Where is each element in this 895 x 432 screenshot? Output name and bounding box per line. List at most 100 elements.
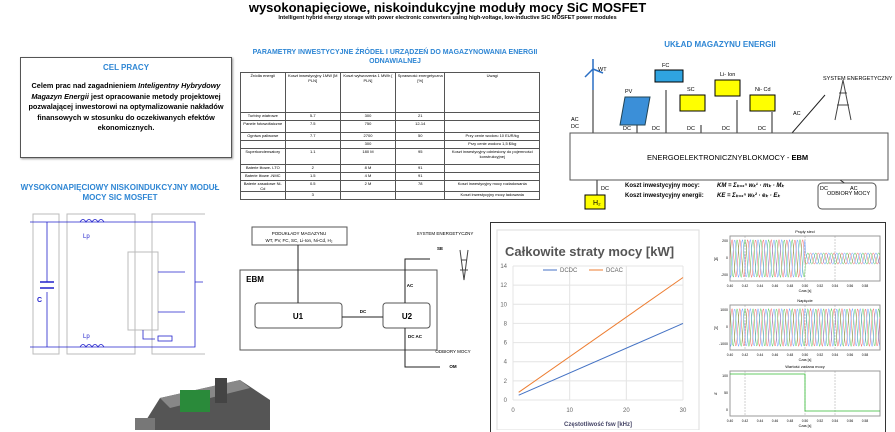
y-tick-label: 8	[504, 321, 508, 327]
svg-text:EBM: EBM	[246, 275, 264, 284]
y-tick-label: 2	[504, 379, 508, 385]
svg-text:Lp: Lp	[83, 234, 90, 240]
x-tick-label: 30	[680, 408, 687, 414]
y-tick-label: 0	[726, 325, 728, 329]
x-tick-label: 0.48	[787, 353, 794, 357]
svg-text:Ni- Cd: Ni- Cd	[755, 87, 771, 93]
y-tick-label: 0	[726, 408, 728, 412]
x-tick-label: 0	[511, 408, 515, 414]
svg-text:KE = Σₖ₌₁ⁿ wₖ² · eₖ · Eₖ: KE = Σₖ₌₁ⁿ wₖ² · eₖ · Eₖ	[717, 192, 781, 199]
waveform	[729, 238, 880, 278]
svg-text:DC: DC	[623, 126, 631, 132]
goal-box: CEL PRACY Celem prac nad zagadnieniem In…	[20, 57, 232, 158]
x-tick-label: 0.52	[817, 353, 824, 357]
y-tick-label: 10	[500, 302, 507, 308]
x-tick-label: 20	[623, 408, 630, 414]
x-tick-label: 0.58	[862, 419, 869, 423]
x-tick-label: 0.54	[832, 353, 839, 357]
y-tick-label: 0	[726, 256, 728, 260]
svg-text:SC: SC	[687, 87, 695, 93]
svg-text:DC: DC	[722, 126, 730, 132]
x-tick-label: 0.56	[847, 353, 854, 357]
y-tick-label: 1000	[720, 308, 728, 312]
svg-text:AC: AC	[793, 111, 801, 117]
results-panel	[490, 222, 886, 432]
svg-text:Koszt inwestycyjny mocy:: Koszt inwestycyjny mocy:	[625, 183, 700, 189]
y-axis-label: %	[714, 392, 717, 396]
y-tick-label: -200	[721, 273, 728, 277]
svg-text:ODBIORY MOCY: ODBIORY MOCY	[827, 191, 871, 197]
svg-text:WT: WT	[598, 67, 607, 73]
svg-text:ENERGOELEKTRONICZNYBLOKMOCY -: ENERGOELEKTRONICZNYBLOKMOCY - EBM	[647, 153, 808, 162]
x-tick-label: 0.50	[802, 284, 809, 288]
svg-text:FC: FC	[662, 63, 669, 69]
sic-module-photo	[135, 378, 270, 430]
svg-text:DC: DC	[601, 186, 609, 192]
series-line-DCDC	[518, 322, 684, 396]
x-tick-label: 0.50	[802, 353, 809, 357]
x-tick-label: 0.42	[742, 419, 749, 423]
sic-module-schematic: C Lp Lp	[30, 213, 205, 355]
svg-text:Li- Ion: Li- Ion	[720, 72, 735, 78]
svg-text:C: C	[37, 297, 42, 304]
chart-title: Całkowite straty mocy [kW]	[505, 244, 674, 259]
svg-text:DC: DC	[820, 186, 828, 192]
x-tick-label: 0.40	[727, 353, 734, 357]
x-axis-label: Czas [s]	[799, 289, 812, 293]
x-tick-label: 0.42	[742, 284, 749, 288]
table-heading: PARAMETRY INWESTYCYJNE ŹRÓDEŁ I URZĄDZEŃ…	[252, 49, 538, 65]
svg-text:DC: DC	[360, 309, 367, 314]
chart-area	[496, 229, 700, 430]
y-tick-label: 4	[504, 360, 508, 366]
storage-heading: UKŁAD MAGAZYNU ENERGII	[664, 40, 776, 49]
x-tick-label: 0.42	[742, 353, 749, 357]
x-tick-label: 0.46	[772, 353, 779, 357]
poster-subtitle: Intelligent hybrid energy storage with p…	[278, 15, 617, 21]
svg-text:Lp: Lp	[83, 334, 90, 340]
plot-title: Napięcie	[797, 298, 813, 303]
waveform	[729, 307, 880, 348]
x-tick-label: 0.44	[757, 353, 764, 357]
svg-text:PODUKŁADY MAGAZYNU: PODUKŁADY MAGAZYNU	[272, 231, 326, 236]
svg-text:SYSTEM ENERGETYCZNY: SYSTEM ENERGETYCZNY	[417, 231, 474, 236]
legend-label: DCDC	[560, 268, 578, 274]
x-tick-label: 0.58	[862, 353, 869, 357]
x-tick-label: 0.56	[847, 284, 854, 288]
svg-text:Koszt inwestycyjny energii:: Koszt inwestycyjny energii:	[625, 193, 704, 199]
x-tick-label: 0.46	[772, 284, 779, 288]
poster-title: wysokonapięciowe, niskoindukcyjne moduły…	[248, 0, 647, 15]
svg-text:U1: U1	[293, 312, 304, 321]
svg-text:ODBIORY MOCY: ODBIORY MOCY	[435, 349, 470, 354]
power-setpoint-line	[730, 373, 880, 412]
goal-text: Celem prac nad zagadnieniem Inteligentny…	[28, 81, 224, 132]
svg-text:DC: DC	[687, 126, 695, 132]
legend-label: DCAC	[606, 268, 624, 274]
y-axis-label: [A]	[714, 257, 718, 261]
waveform	[729, 307, 880, 348]
svg-text:DC: DC	[758, 126, 766, 132]
svg-text:SYSTEM ENERGETYCZNY: SYSTEM ENERGETYCZNY	[823, 76, 893, 82]
y-tick-label: 6	[504, 341, 508, 347]
x-tick-label: 10	[566, 408, 573, 414]
x-tick-label: 0.46	[772, 419, 779, 423]
x-tick-label: 0.52	[817, 419, 824, 423]
y-tick-label: 100	[722, 374, 728, 378]
y-axis-label: [V]	[714, 326, 718, 330]
waveform	[729, 307, 880, 348]
x-axis-label: Czas [s]	[799, 358, 812, 362]
x-axis-label: Częstotliwość fsw [kHz]	[564, 422, 632, 428]
y-tick-label: 12	[500, 283, 507, 289]
x-tick-label: 0.40	[727, 284, 734, 288]
waveform	[729, 238, 880, 279]
svg-text:PV: PV	[625, 89, 633, 95]
x-tick-label: 0.52	[817, 284, 824, 288]
y-tick-label: 200	[722, 239, 728, 243]
